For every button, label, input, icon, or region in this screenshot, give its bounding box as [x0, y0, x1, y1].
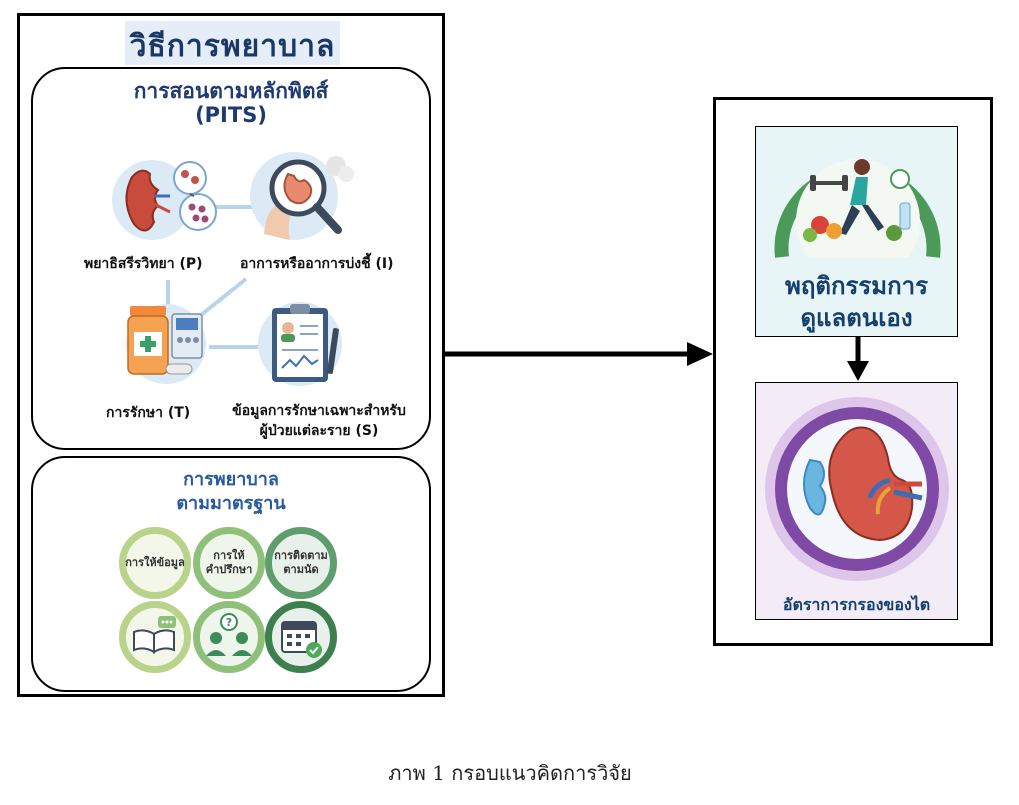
pits-title: การสอนตามหลักพิตส์: [133, 79, 329, 103]
medicine-dialysis-icon: [122, 300, 214, 384]
pits-label-s-line1: ข้อมูลการรักษาเฉพาะสำหรับ: [232, 403, 406, 419]
circle-counseling-label: การให้คำปรึกษา: [205, 549, 253, 576]
circle-follow-up-label: การติดตามตามนัด: [274, 549, 328, 576]
book-chat-icon: [119, 601, 191, 673]
pits-subtitle: (PITS): [195, 103, 267, 127]
people-question-icon: ?: [193, 601, 265, 673]
self-care-title-line1: พฤติกรรมการ: [785, 272, 928, 300]
nursing-methods-title: วิธีการพยาบาล: [129, 29, 336, 64]
figure-caption: ภาพ 1 กรอบแนวคิดการวิจัย: [388, 761, 632, 785]
svg-text:?: ?: [226, 616, 232, 629]
main-arrow: [445, 342, 713, 366]
exercise-nutrition-icon: [770, 133, 945, 283]
self-care-title-line2: ดูแลตนเอง: [800, 304, 913, 332]
pits-label-s-line2: ผู้ป่วยแต่ละราย (S): [259, 423, 379, 439]
circle-follow-up: [265, 527, 337, 599]
clipboard-report-icon: [258, 298, 348, 388]
calendar-check-icon: [265, 601, 337, 673]
kidney-filtration-label: อัตราการกรองของไต: [782, 595, 931, 614]
circle-giving-information-label: การให้ข้อมูล: [125, 556, 185, 569]
standard-nursing-title: การพยาบาล: [183, 469, 279, 490]
pits-label-p: พยาธิสรีรวิทยา (P): [84, 256, 203, 272]
pits-box: [31, 67, 431, 450]
circle-counseling: [193, 527, 265, 599]
pits-label-t: การรักษา (T): [106, 405, 191, 421]
pits-label-i: อาการหรืออาการบ่งชี้ (I): [240, 256, 394, 272]
nursing-methods-title-bg: [125, 21, 340, 65]
circle-giving-information: [119, 527, 191, 599]
standard-nursing-subtitle: ตามมาตรฐาน: [176, 493, 286, 514]
kidney-pathology-icon: [112, 152, 222, 244]
kidney-water-icon: [762, 388, 952, 590]
down-arrow: [847, 337, 869, 381]
stomach-magnifier-icon: [250, 148, 362, 244]
